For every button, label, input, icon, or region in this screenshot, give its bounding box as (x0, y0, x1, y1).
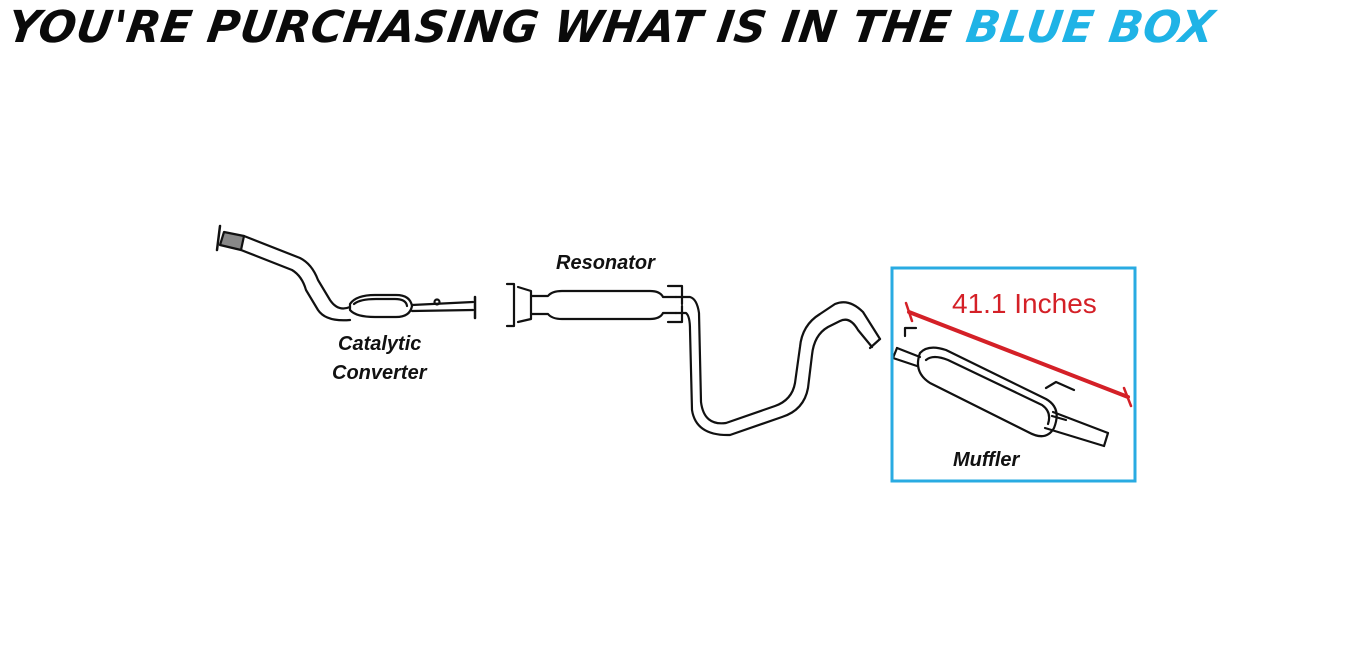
catalytic-converter-section (215, 224, 477, 322)
muffler-section (891, 326, 1110, 448)
resonator-section (505, 282, 882, 437)
label-measurement: 41.1 Inches (952, 288, 1097, 319)
label-resonator: Resonator (556, 252, 656, 274)
label-catalytic-line2: Converter (332, 362, 428, 384)
label-muffler: Muffler (953, 449, 1021, 471)
measurement-line (904, 301, 1133, 408)
muffler-body (916, 346, 1058, 438)
label-catalytic-line1: Catalytic (338, 333, 421, 355)
blue-box (890, 266, 1137, 483)
